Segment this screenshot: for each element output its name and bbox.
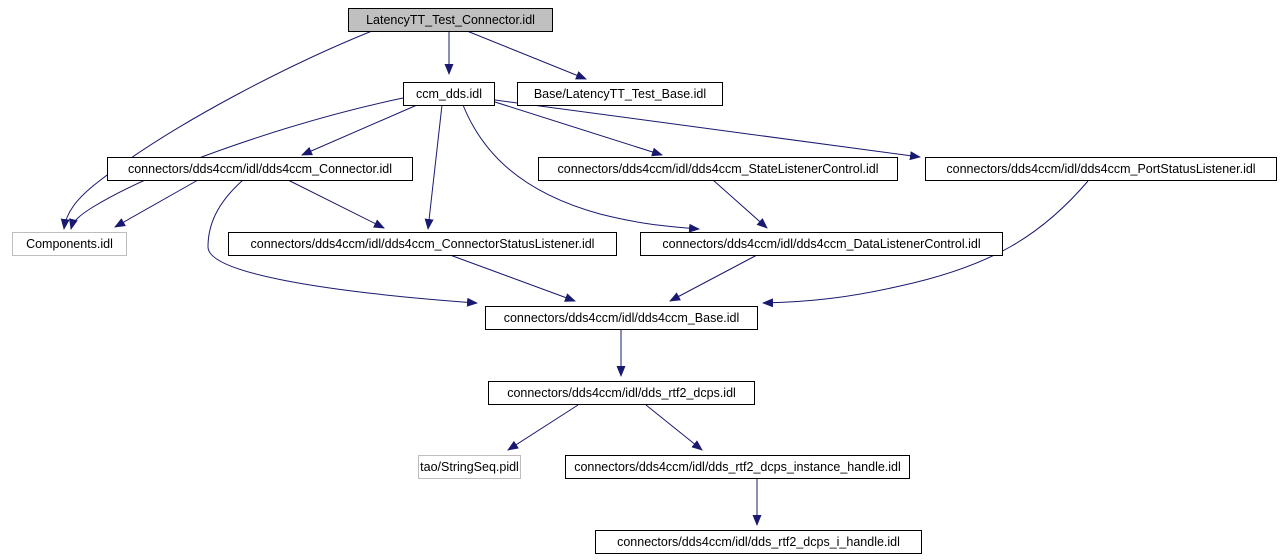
edge-dds4ccm-datalistenercontrol-to-dds4ccm-base — [669, 254, 758, 302]
node-components: Components.idl — [12, 232, 127, 256]
edge-dds4ccm-statelistenercontrol-to-dds4ccm-datalistenercontrol — [712, 179, 768, 229]
node-dds-rtf2-dcps-i-handle[interactable]: connectors/dds4ccm/idl/dds_rtf2_dcps_i_h… — [595, 530, 922, 554]
node-dds4ccm-connectorstatuslistener[interactable]: connectors/dds4ccm/idl/dds4ccm_Connector… — [228, 232, 617, 256]
edge-latencytt-test-connector-to-base-latencytt-test-base — [466, 30, 587, 80]
edge-ccm-dds-to-dds4ccm-statelistenercontrol — [494, 101, 663, 157]
edge-dds4ccm-connector-to-components — [114, 179, 199, 228]
node-latencytt-test-connector: LatencyTT_Test_Connector.idl — [348, 8, 553, 32]
edge-ccm-dds-to-dds4ccm-datalistenercontrol — [462, 104, 700, 233]
node-ccm-dds[interactable]: ccm_dds.idl — [403, 82, 495, 106]
node-dds-rtf2-dcps[interactable]: connectors/dds4ccm/idl/dds_rtf2_dcps.idl — [488, 381, 755, 405]
edge-ccm-dds-to-dds4ccm-connectorstatuslistener — [424, 104, 443, 230]
edge-latencytt-test-connector-to-components — [60, 30, 373, 230]
node-dds4ccm-connector[interactable]: connectors/dds4ccm/idl/dds4ccm_Connector… — [107, 157, 413, 181]
edge-dds4ccm-connectorstatuslistener-to-dds4ccm-base — [449, 254, 576, 302]
edge-dds-rtf2-dcps-to-tao-stringseq — [507, 404, 579, 451]
node-dds4ccm-datalistenercontrol[interactable]: connectors/dds4ccm/idl/dds4ccm_DataListe… — [640, 232, 1003, 256]
node-dds-rtf2-dcps-instance-handle[interactable]: connectors/dds4ccm/idl/dds_rtf2_dcps_ins… — [565, 455, 910, 479]
edge-ccm-dds-to-dds4ccm-portstatuslistener — [494, 99, 921, 161]
edge-dds4ccm-connector-to-dds4ccm-connectorstatuslistener — [287, 179, 385, 229]
edge-ccm-dds-to-dds4ccm-connector — [301, 104, 418, 156]
node-dds4ccm-portstatuslistener[interactable]: connectors/dds4ccm/idl/dds4ccm_PortStatu… — [925, 157, 1277, 181]
node-dds4ccm-statelistenercontrol[interactable]: connectors/dds4ccm/idl/dds4ccm_StateList… — [538, 157, 898, 181]
node-dds4ccm-base[interactable]: connectors/dds4ccm/idl/dds4ccm_Base.idl — [485, 306, 758, 330]
edge-dds4ccm-portstatuslistener-to-dds4ccm-base — [762, 180, 1089, 308]
edge-dds4ccm-connector-to-dds4ccm-base — [207, 179, 478, 307]
edge-dds-rtf2-dcps-to-dds-rtf2-dcps-instance-handle — [645, 404, 703, 451]
node-base-latencytt-test-base[interactable]: Base/LatencyTT_Test_Base.idl — [517, 82, 723, 106]
node-tao-stringseq: tao/StringSeq.pidl — [418, 455, 521, 479]
